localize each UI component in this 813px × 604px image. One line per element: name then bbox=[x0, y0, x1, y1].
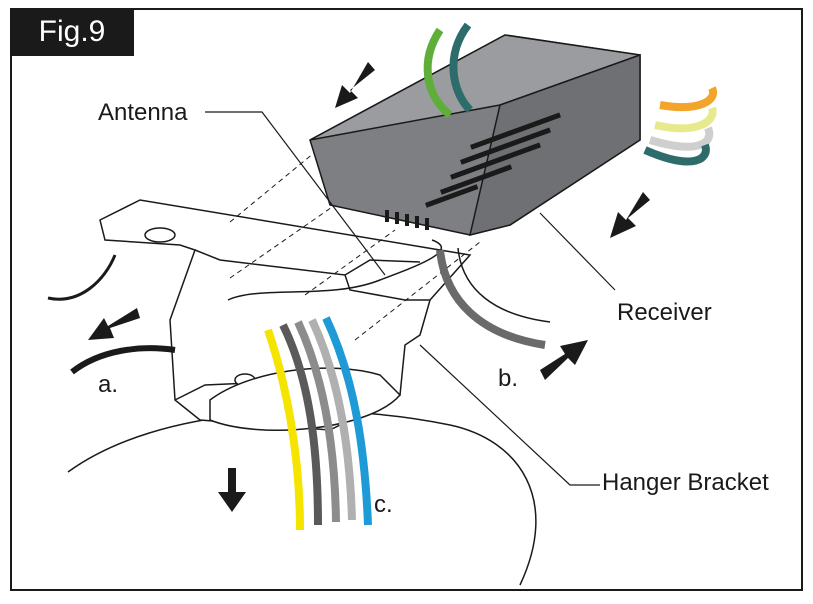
wire-black-a-lower bbox=[70, 345, 176, 375]
wire-orange bbox=[659, 86, 718, 112]
label-step-b: b. bbox=[498, 365, 518, 392]
arrow-receiver-top bbox=[335, 62, 375, 108]
leader-antenna bbox=[205, 111, 386, 276]
label-receiver: Receiver bbox=[617, 299, 712, 326]
wire-yellow bbox=[264, 328, 304, 531]
leader-receiver bbox=[539, 212, 616, 291]
wire-black-a bbox=[47, 254, 117, 301]
wire-mid-gray bbox=[294, 320, 340, 523]
canopy-dome bbox=[67, 410, 537, 586]
receiver-box bbox=[309, 34, 641, 237]
wire-dark-gray bbox=[279, 323, 322, 526]
guide-lines bbox=[229, 147, 481, 341]
receiver-vents bbox=[385, 112, 561, 230]
cable-b bbox=[436, 249, 546, 349]
cable-b-outline bbox=[457, 247, 551, 323]
leader-hanger-bracket bbox=[419, 344, 600, 486]
arrow-b bbox=[540, 340, 588, 380]
label-hanger-bracket: Hanger Bracket bbox=[602, 469, 769, 496]
figure-frame bbox=[10, 8, 803, 591]
arrow-a bbox=[88, 308, 140, 340]
label-step-a: a. bbox=[98, 371, 118, 398]
wire-teal-top bbox=[449, 22, 473, 113]
wire-light-gray bbox=[648, 126, 714, 151]
arrow-receiver-right bbox=[610, 192, 650, 238]
figure-tab: Fig.9 bbox=[10, 8, 134, 56]
wire-blue bbox=[322, 316, 372, 526]
arrow-down bbox=[218, 468, 246, 512]
wire-silver bbox=[308, 318, 356, 521]
leader-lines bbox=[205, 111, 616, 486]
wire-green bbox=[423, 27, 453, 119]
wire-lightyellow bbox=[654, 106, 717, 133]
arrows bbox=[88, 62, 650, 512]
label-antenna: Antenna bbox=[98, 99, 188, 126]
wire-teal-right bbox=[643, 143, 710, 166]
label-step-c: c. bbox=[374, 491, 393, 518]
